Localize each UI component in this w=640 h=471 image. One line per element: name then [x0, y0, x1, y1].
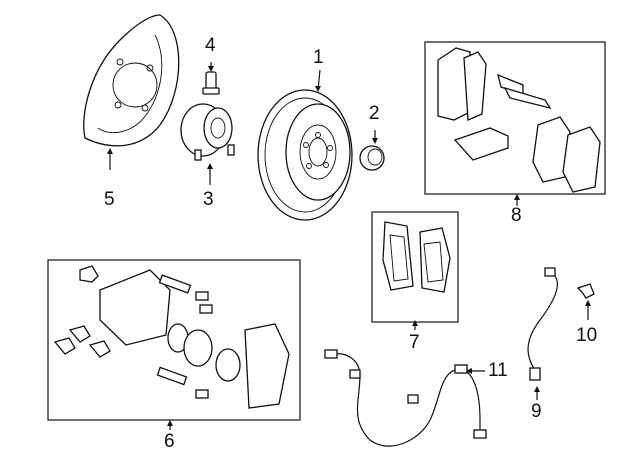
callout-8: 8 [511, 205, 522, 226]
pad-hardware-kit [437, 47, 601, 206]
hub-bolt [202, 62, 220, 95]
callout-3: 3 [203, 189, 214, 210]
hose-clip [576, 283, 595, 320]
callout-10: 10 [576, 325, 598, 346]
brake-rotor [257, 69, 353, 221]
callout-9: 9 [531, 401, 542, 422]
callout-5: 5 [104, 189, 115, 210]
wheel-hub [180, 103, 235, 185]
brake-hose [527, 267, 559, 400]
callout-4: 4 [205, 35, 216, 56]
caliper-assembly [53, 265, 290, 430]
abs-sensor [324, 349, 487, 447]
callout-6: 6 [164, 431, 175, 452]
dust-shield [83, 14, 180, 170]
callout-1: 1 [313, 47, 324, 68]
grease-cap [359, 130, 385, 171]
brake-pads [382, 221, 451, 330]
pad-hardware-kit-box [424, 41, 606, 195]
callout-11: 11 [488, 360, 508, 381]
caliper-assembly-box [47, 259, 301, 421]
callout-7: 7 [409, 332, 420, 353]
callout-2: 2 [369, 103, 380, 124]
